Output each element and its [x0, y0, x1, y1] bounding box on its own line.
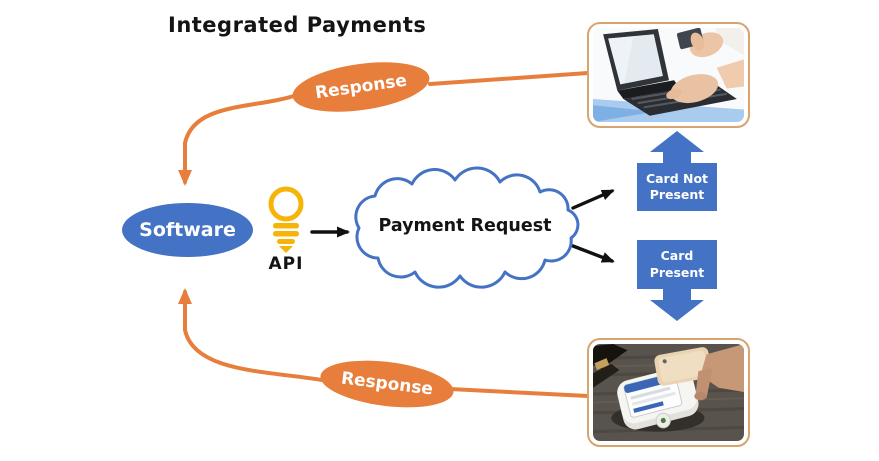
cloud-to-card-not-present-arrow [571, 189, 615, 210]
laptop-illustration [593, 28, 744, 122]
page-title: Integrated Payments [168, 13, 427, 37]
response-bottom-connector [178, 288, 590, 398]
card-present-photo [587, 338, 750, 447]
software-node: Software [122, 203, 253, 257]
block-arrow-up-icon [650, 131, 704, 164]
card-not-present-photo [587, 22, 750, 128]
payment-request-label: Payment Request [378, 216, 552, 236]
lightbulb-icon [263, 186, 309, 254]
card-not-present-label: Card Not Present [645, 170, 709, 202]
cloud-to-card-present-arrow [571, 244, 615, 263]
response-top-label: Response [313, 70, 409, 104]
card-present-box: Card Present [637, 240, 717, 289]
response-top-connector [178, 71, 590, 186]
software-label: Software [139, 219, 236, 241]
payment-request-cloud-shape [354, 166, 580, 289]
response-bottom-label: Response [339, 368, 435, 400]
card-not-present-box: Card Not Present [637, 163, 717, 211]
payment-terminal-illustration [593, 344, 744, 441]
block-arrow-down-icon [650, 287, 704, 321]
card-present-label: Card Present [649, 248, 705, 280]
api-label: API [268, 254, 304, 274]
